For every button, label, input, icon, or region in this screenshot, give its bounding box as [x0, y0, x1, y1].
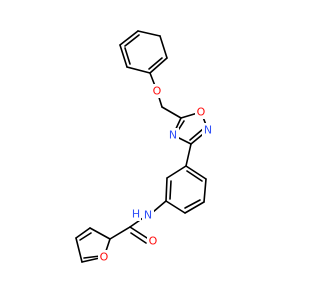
bond: [149, 57, 168, 74]
furan-oxygen-label: O: [100, 251, 109, 264]
phenoxy-ring: [119, 30, 168, 74]
bond: [129, 226, 148, 239]
bond: [83, 255, 101, 259]
molecule-structure: O O N N N H O O: [75, 30, 214, 264]
bond: [109, 226, 131, 240]
bond: [159, 35, 168, 59]
bond: [124, 34, 140, 47]
bond: [75, 237, 83, 263]
bond: [75, 227, 91, 239]
bond: [184, 201, 205, 214]
atom-bg: [98, 250, 110, 264]
bond: [189, 128, 204, 141]
atom-bg: [147, 234, 159, 248]
ether-oxygen-label: O: [153, 85, 162, 98]
bond: [137, 30, 161, 37]
oxadiazole-nitrogen-label: N: [204, 124, 212, 137]
oxadiazole-oxygen-label: O: [197, 106, 206, 119]
bond: [124, 47, 131, 65]
bond: [184, 199, 201, 209]
atom-bg: [202, 123, 214, 137]
atom-bg: [142, 208, 154, 222]
bond: [165, 177, 168, 202]
atom-bg: [195, 105, 207, 119]
bond: [166, 165, 187, 179]
bond: [185, 165, 207, 180]
amide-hydrogen-label: H: [132, 208, 140, 221]
bond: [148, 57, 163, 70]
atom-bg: [151, 84, 163, 98]
amide-nitrogen-label: N: [144, 209, 152, 222]
bond: [185, 143, 192, 167]
bond: [165, 200, 186, 214]
bond: [186, 170, 203, 182]
bond: [130, 232, 147, 244]
bond: [161, 106, 182, 119]
bond: [119, 30, 139, 46]
carbonyl-oxygen-label: O: [149, 235, 158, 248]
bond: [126, 66, 151, 74]
oxadiazole-nitrogen-label: N: [169, 129, 177, 142]
central-benzene-ring: [165, 165, 207, 214]
bond: [89, 227, 111, 240]
bond: [203, 178, 207, 203]
bond: [79, 232, 92, 241]
atom-bg: [167, 128, 179, 142]
bond: [152, 200, 167, 213]
bond: [169, 180, 172, 200]
atom-bg: [131, 207, 141, 221]
bond: [119, 44, 128, 68]
